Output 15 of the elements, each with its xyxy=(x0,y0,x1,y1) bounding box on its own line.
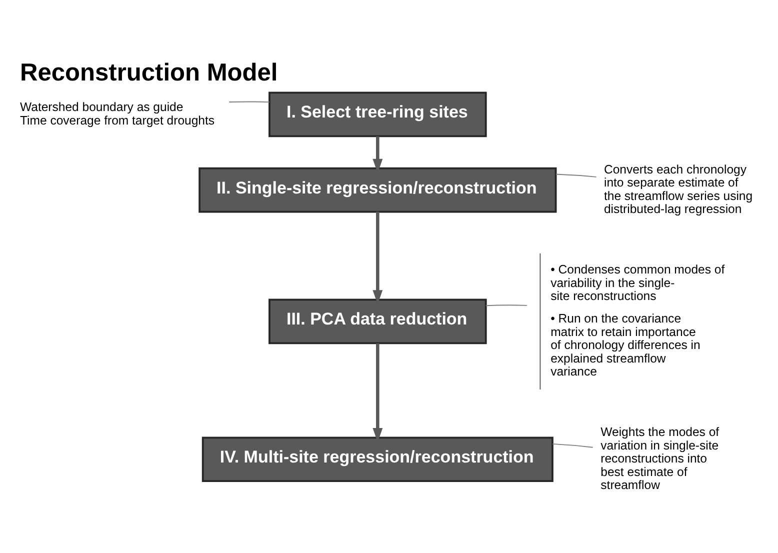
node-text: Watershed boundary as guide Time coverage from target droughts xyxy=(20,100,215,127)
connector xyxy=(556,173,597,177)
node-box: II. Single-site regression/reconstruction xyxy=(198,166,557,212)
node-text: Converts each chronology into separate estimate of the streamflow series using distributed-lag regression xyxy=(604,162,753,216)
node-box: IV. Multi-site regression/reconstruction xyxy=(202,436,554,482)
connector xyxy=(552,442,594,448)
connector xyxy=(228,100,270,102)
node-box: I. Select tree-ring sites xyxy=(268,91,487,137)
node-text: Weights the modes of variation in single-site reconstructions into best estimate of streamflow xyxy=(600,424,720,492)
node-box: III. PCA data reduction xyxy=(268,298,487,344)
arrow xyxy=(372,211,383,304)
arrow xyxy=(372,342,383,442)
node-text: • Condenses common modes of variability in the single-site reconstructions • Run on the covariance matrix to retain importance of chronology differences in explained streamflow variance xyxy=(550,262,725,378)
connector xyxy=(485,304,528,306)
diagram-title: Reconstruction Model xyxy=(20,58,278,86)
